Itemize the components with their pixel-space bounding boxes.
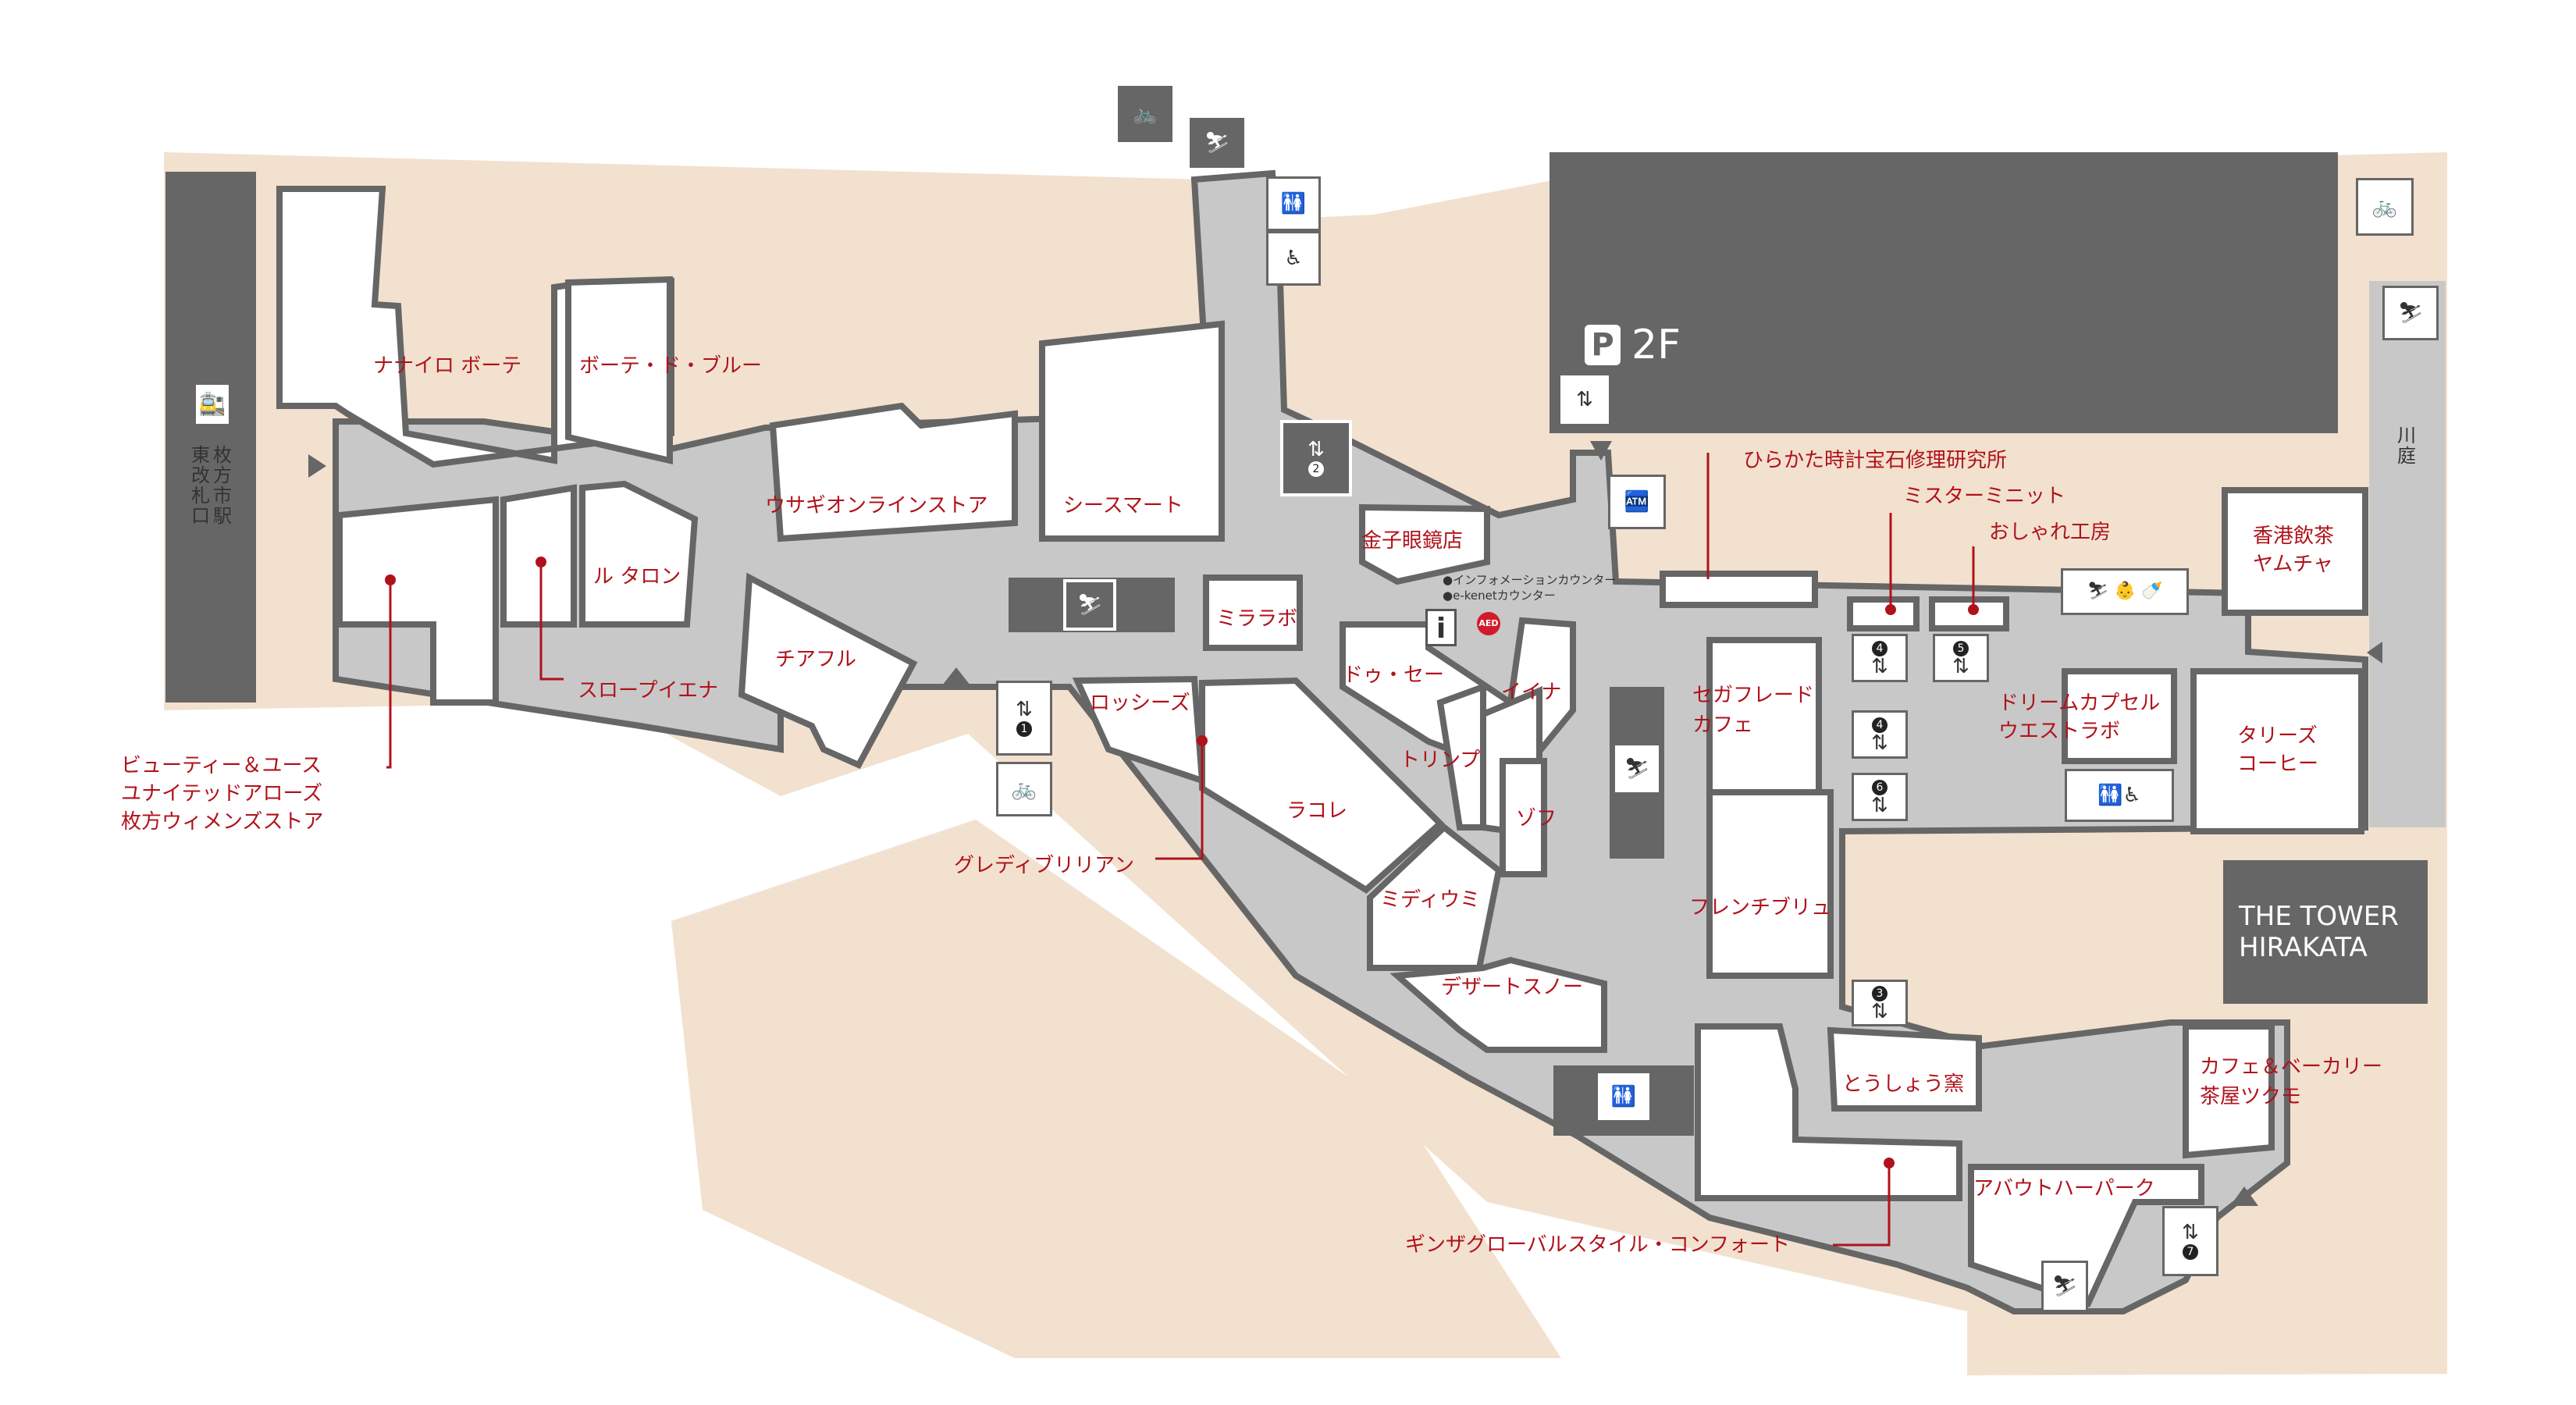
- shop-dot-glady: [1197, 735, 1208, 746]
- shop-french[interactable]: フレンチブリュ: [1689, 896, 1832, 919]
- elevator-icon-6: 6⇅: [1852, 773, 1908, 821]
- kawaniwa-path: [2369, 281, 2446, 827]
- shop-dot-mister: [1885, 604, 1896, 615]
- shop-hongkong-1[interactable]: 香港飲茶: [2253, 525, 2335, 548]
- parking-area: [1550, 152, 2338, 433]
- elevator-icon-7: ⇅7: [2162, 1206, 2218, 1276]
- shop-tousyou[interactable]: とうしょう窯: [1842, 1072, 1965, 1096]
- info-counter-line1: ●インフォメーションカウンター: [1443, 573, 1617, 587]
- shop-hirakata-jewelry[interactable]: ひらかた時計宝石修理研究所: [1743, 449, 2008, 472]
- elevator-icon-5: 5⇅: [1933, 634, 1989, 682]
- shop-latalon[interactable]: ル タロン: [593, 565, 681, 589]
- shop-dessert[interactable]: デザートスノー: [1441, 976, 1584, 999]
- parking-floor-label: 2F: [1631, 322, 1681, 368]
- shop-rossies[interactable]: ロッシーズ: [1090, 692, 1190, 715]
- shop-about[interactable]: アバウトハーパーク: [1973, 1177, 2155, 1200]
- accessible-restroom-icon: ♿: [1266, 231, 1321, 286]
- shop-dot-beauty: [385, 574, 396, 585]
- shop-kaneko[interactable]: 金子眼鏡店: [1361, 529, 1464, 553]
- atm-icon: 🏧: [1608, 475, 1666, 529]
- shop-beaute[interactable]: ボーテ・ド・ブルー: [579, 354, 763, 378]
- elevator-6-number: 6: [1872, 780, 1888, 795]
- elevator-4b-number: 4: [1872, 717, 1888, 733]
- elevator-icon-4b: 4⇅: [1852, 710, 1908, 759]
- shop-cafe-1[interactable]: カフェ＆ベーカリー: [2200, 1055, 2383, 1079]
- the-tower-hirakata: THE TOWER HIRAKATA: [2223, 860, 2428, 1004]
- shop-seesmart[interactable]: シースマート: [1063, 494, 1183, 518]
- escalator-icon-3: ⛷: [1613, 743, 1661, 795]
- elevator-icon-2: ⇅2: [1280, 420, 1352, 496]
- shop-ginza[interactable]: ギンザグローバルスタイル・コンフォート: [1405, 1233, 1790, 1257]
- shop-chiafull[interactable]: チアフル: [775, 648, 857, 671]
- shop-segafredo-2[interactable]: カフェ: [1692, 713, 1754, 737]
- information-icon: i: [1425, 609, 1457, 646]
- elevator-2-number: 2: [1308, 461, 1324, 477]
- shop-tullys-2[interactable]: コーヒー: [2237, 752, 2319, 776]
- shop-glady[interactable]: グレディブリリアン: [954, 854, 1135, 877]
- shop-beauty-3[interactable]: 枚方ウィメンズストア: [121, 810, 324, 834]
- shop-segafredo-1[interactable]: セガフレード: [1692, 684, 1815, 707]
- elevator-4a-number: 4: [1872, 641, 1888, 656]
- shop-doucer[interactable]: ドゥ・セー: [1343, 663, 1445, 687]
- shop-tullys-1[interactable]: タリーズ: [2237, 724, 2318, 748]
- shop-hongkong-2[interactable]: ヤムチャ: [2253, 553, 2333, 576]
- shop-slow[interactable]: スロープイエナ: [578, 679, 719, 702]
- restroom-icon-3: 🚻: [1596, 1071, 1652, 1122]
- shop-trimp[interactable]: トリンプ: [1400, 749, 1481, 772]
- elevator-icon-parking: ⇅: [1558, 373, 1611, 426]
- leader-lines: [386, 453, 1975, 1247]
- shop-midiumi[interactable]: ミディウミ: [1380, 888, 1481, 912]
- escalator-icon-4: ⛷: [2041, 1261, 2088, 1312]
- elevator-5-number: 5: [1953, 641, 1969, 656]
- shop-dream-1[interactable]: ドリームカプセル: [1998, 692, 2161, 715]
- station-bar: [165, 172, 256, 702]
- restroom-icon-2: 🚻♿: [2065, 769, 2174, 822]
- bicycle-icon-3: 🚲: [2356, 178, 2414, 236]
- shop-zoff[interactable]: ゾフ: [1516, 807, 1557, 831]
- kawaniwa-label: 川庭: [2397, 425, 2416, 467]
- shop-beauty-2[interactable]: ユナイテッドアローズ: [121, 782, 323, 806]
- restroom-icon: 🚻: [1266, 176, 1321, 231]
- elevator-icon-3: 3⇅: [1852, 980, 1908, 1026]
- escalator-icon-5: ⛷: [2382, 286, 2439, 340]
- shop-dot-slow: [535, 557, 546, 567]
- bicycle-icon-2: 🚲: [996, 762, 1052, 816]
- shop-cafe-2[interactable]: 茶屋ツクモ: [2200, 1085, 2302, 1108]
- elevator-1-number: 1: [1016, 721, 1032, 737]
- direction-arrows: [308, 441, 2382, 1206]
- station-name: 枚方市駅: [213, 444, 232, 527]
- shop-dot-ginza: [1884, 1158, 1895, 1168]
- elevator-icon-4a: 4⇅: [1852, 634, 1908, 682]
- shop-oshare[interactable]: おしゃれ工房: [1989, 521, 2112, 544]
- elevator-icon-1: ⇅1: [996, 681, 1052, 756]
- stroller-icon: ⛷ 👶 🍼: [2061, 568, 2189, 615]
- shop-dot-oshare: [1968, 604, 1979, 615]
- parking-icon: P: [1585, 325, 1621, 365]
- shop-dream-2[interactable]: ウエストラボ: [1998, 720, 2121, 743]
- escalator-icon-2: ⛷: [1063, 579, 1116, 631]
- shop-nanairo[interactable]: ナナイロ ボーテ: [373, 354, 522, 378]
- shops: [276, 186, 2368, 1307]
- elevator-7-number: 7: [2183, 1244, 2198, 1260]
- shop-usagi[interactable]: ウサギオンラインストア: [765, 494, 988, 518]
- escalator-icon: ⛷: [1187, 115, 1247, 171]
- aed-icon: AED: [1477, 612, 1500, 635]
- elevator-3-number: 3: [1872, 986, 1888, 1001]
- tower-line1: THE TOWER: [2239, 901, 2399, 932]
- shop-iina[interactable]: イイナ: [1501, 681, 1562, 704]
- shop-miralab[interactable]: ミララボ: [1216, 607, 1298, 631]
- bicycle-icon: 🚲: [1115, 83, 1176, 145]
- shop-beauty-1[interactable]: ビューティー＆ユース: [121, 754, 322, 777]
- info-counter-text: ●インフォメーションカウンター ●e-kenetカウンター: [1443, 572, 1616, 603]
- station-icon: 🚉: [194, 382, 231, 426]
- info-counter-line2: ●e-kenetカウンター: [1443, 589, 1556, 603]
- shop-mister[interactable]: ミスターミニット: [1903, 485, 2066, 508]
- tower-line2: HIRAKATA: [2239, 932, 2368, 963]
- station-gate: 東改札口: [191, 444, 210, 527]
- shop-lacole[interactable]: ラコレ: [1286, 799, 1348, 823]
